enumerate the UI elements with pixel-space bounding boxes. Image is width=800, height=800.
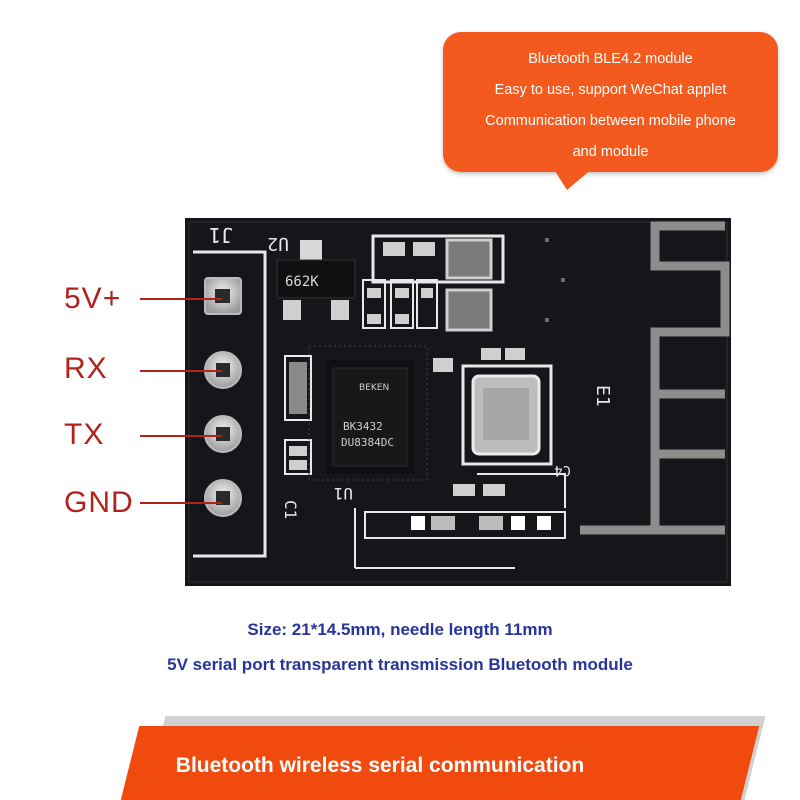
- regulator-chip: 662K: [276, 240, 356, 320]
- bubble-line-1: Bluetooth BLE4.2 module: [528, 51, 693, 67]
- chip-main-line2: DU8384DC: [341, 436, 394, 449]
- caption-size: Size: 21*14.5mm, needle length 11mm: [247, 620, 553, 639]
- pin-5v: [204, 277, 242, 315]
- pin-label-5v: 5V+: [64, 282, 122, 315]
- pin-label-gnd: GND: [64, 486, 134, 519]
- bubble-line-3: Communication between mobile phone: [485, 113, 736, 129]
- chip-main-brand: BEKEN: [359, 383, 389, 393]
- silk-u2: U2: [267, 233, 289, 254]
- crystal-oscillator: [461, 364, 553, 466]
- caption-description: 5V serial port transparent transmission …: [167, 655, 633, 674]
- pcb-antenna-trace: [580, 221, 730, 535]
- bubble-tail: [553, 168, 593, 190]
- pin-gnd: [204, 479, 242, 517]
- silk-e1: E1: [592, 385, 613, 407]
- pin-leader-tx: [140, 435, 222, 437]
- pin-leader-5v: [140, 298, 222, 300]
- silk-j1: J1: [209, 223, 233, 247]
- pin-rx: [204, 351, 242, 389]
- banner-text: Bluetooth wireless serial communication: [175, 754, 585, 777]
- silk-u1: U1: [334, 484, 353, 503]
- bluetooth-module-board: J1 U2 E1 U1 C1 C4 662K BEKEN BK3432 DU83…: [185, 218, 731, 586]
- chip-main-line1: BK3432: [343, 420, 383, 433]
- chip-small-label: 662K: [285, 274, 319, 290]
- silk-c1: C1: [281, 500, 300, 519]
- pin-leader-rx: [140, 370, 222, 372]
- pin-label-tx: TX: [64, 418, 105, 451]
- info-bubble: Bluetooth BLE4.2 module Easy to use, sup…: [443, 32, 778, 172]
- silk-c4: C4: [554, 462, 571, 478]
- pin-label-rx: RX: [64, 352, 108, 385]
- pin-tx: [204, 415, 242, 453]
- bubble-line-2: Easy to use, support WeChat applet: [494, 82, 727, 98]
- pin-leader-gnd: [140, 502, 222, 504]
- bubble-line-4: and module: [572, 144, 649, 160]
- main-soc-chip: BEKEN BK3432 DU8384DC: [325, 360, 415, 474]
